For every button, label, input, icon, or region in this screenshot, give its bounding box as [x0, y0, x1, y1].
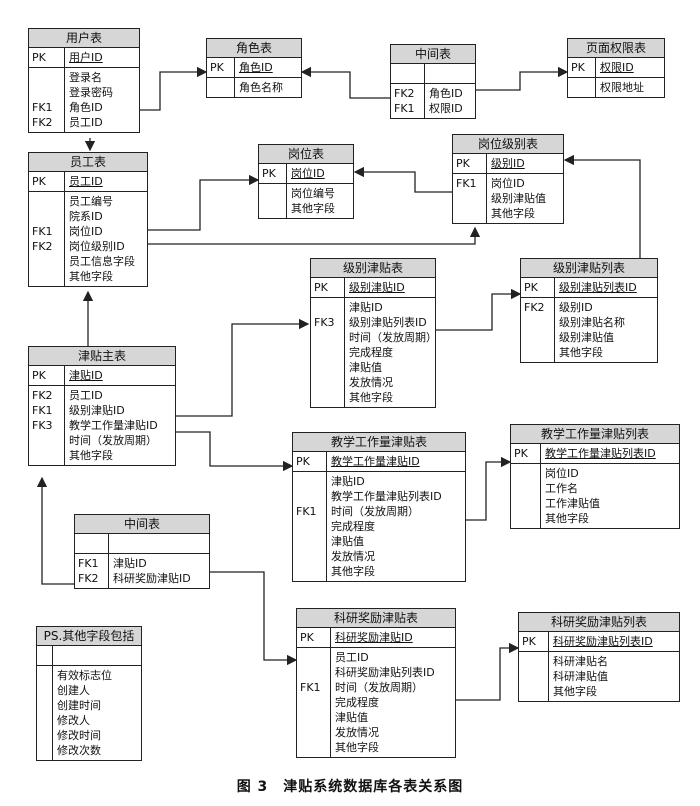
field-list: 岗位编号其他字段	[291, 187, 335, 215]
fk-labels: FK1	[297, 648, 331, 757]
link-postlevel-post	[353, 166, 452, 193]
field-list: 科研津贴名科研津贴值 其他字段	[553, 655, 608, 698]
link-teachallow-teachlist	[466, 456, 512, 521]
pk-field: 教学工作量津贴列表ID	[545, 447, 656, 460]
table-title: 页面权限表	[568, 39, 664, 58]
link-middle2-research	[210, 571, 298, 666]
pk-field: 教学工作量津贴ID	[331, 455, 420, 468]
pk-label: PK	[511, 444, 541, 463]
table-role: 角色表 PK 角色ID 角色名称	[206, 38, 302, 98]
link-employee-post	[148, 174, 260, 231]
table-title: 员工表	[29, 153, 147, 172]
table-title: 中间表	[75, 515, 209, 534]
table-title: 级别津贴列表	[521, 259, 657, 278]
link-main-teachallow	[176, 431, 294, 472]
fk-labels: FK1	[453, 174, 487, 223]
table-title: 科研奖励津贴列表	[519, 613, 679, 632]
table-title: 津贴主表	[29, 347, 175, 366]
pk-label: PK	[29, 366, 65, 385]
pk-field: 级别津贴列表ID	[559, 281, 637, 294]
link-employee-postlevel	[148, 226, 481, 245]
link-research-researchlist	[456, 642, 520, 701]
pk-field: 津贴ID	[69, 369, 103, 382]
pk-field: 级别ID	[491, 157, 525, 170]
table-title: 科研奖励津贴表	[297, 609, 455, 628]
link-levelallow-levellist	[436, 288, 522, 331]
pk-field: 岗位ID	[291, 167, 325, 180]
table-title: 岗位级别表	[453, 135, 563, 154]
fk-labels: FK2	[521, 298, 555, 362]
table-ps-other-fields: PS.其他字段包括 有效标志位创建人 创建时间修改人 修改时间修改次数	[36, 626, 142, 761]
pk-label: PK	[293, 452, 327, 471]
pk-field: 用户ID	[69, 51, 103, 64]
table-page-permission: 页面权限表 PK 权限ID 权限地址	[567, 38, 665, 98]
table-title: 角色表	[207, 39, 301, 58]
pk-label: PK	[521, 278, 555, 297]
pk-label: PK	[29, 48, 65, 67]
table-title: 用户表	[29, 29, 139, 48]
pk-field: 权限ID	[600, 61, 634, 74]
pk-label: PK	[207, 58, 235, 77]
link-main-levelallow	[176, 318, 310, 417]
table-title: 教学工作量津贴表	[293, 433, 465, 452]
pk-field: 科研奖励津贴ID	[335, 631, 413, 644]
table-title: PS.其他字段包括	[37, 627, 141, 646]
pk-label: PK	[453, 154, 487, 173]
pk-label: PK	[259, 164, 287, 183]
link-middle-permission	[476, 66, 569, 91]
table-title: 级别津贴表	[311, 259, 435, 278]
table-title: 岗位表	[259, 145, 353, 164]
pk-label: PK	[297, 628, 331, 647]
table-research-allowance-list: 科研奖励津贴列表 PK 科研奖励津贴列表ID 科研津贴名科研津贴值 其他字段	[518, 612, 680, 702]
link-middle2-main	[36, 476, 74, 585]
field-list: 权限地址	[600, 81, 644, 94]
pk-field: 角色ID	[239, 61, 273, 74]
fk-labels: FK3	[311, 298, 345, 407]
pk-field: 科研奖励津贴列表ID	[553, 635, 653, 648]
field-list: 有效标志位创建人 创建时间修改人 修改时间修改次数	[57, 669, 112, 757]
field-list: 角色名称	[239, 81, 283, 94]
table-title: 教学工作量津贴列表	[511, 425, 679, 444]
link-user-role	[140, 66, 208, 111]
link-levellist-postlevel	[563, 154, 641, 258]
pk-label: PK	[519, 632, 549, 651]
table-title: 中间表	[391, 45, 475, 64]
link-middle-role	[300, 66, 390, 99]
pk-field: 级别津贴ID	[349, 281, 405, 294]
fk-labels: FK1	[293, 472, 327, 581]
pk-label: PK	[311, 278, 345, 297]
pk-field: 员工ID	[69, 175, 103, 188]
table-post: 岗位表 PK 岗位ID 岗位编号其他字段	[258, 144, 354, 219]
pk-label: PK	[568, 58, 596, 77]
figure-caption: 图 3 津贴系统数据库各表关系图	[236, 779, 464, 795]
pk-label: PK	[29, 172, 65, 191]
